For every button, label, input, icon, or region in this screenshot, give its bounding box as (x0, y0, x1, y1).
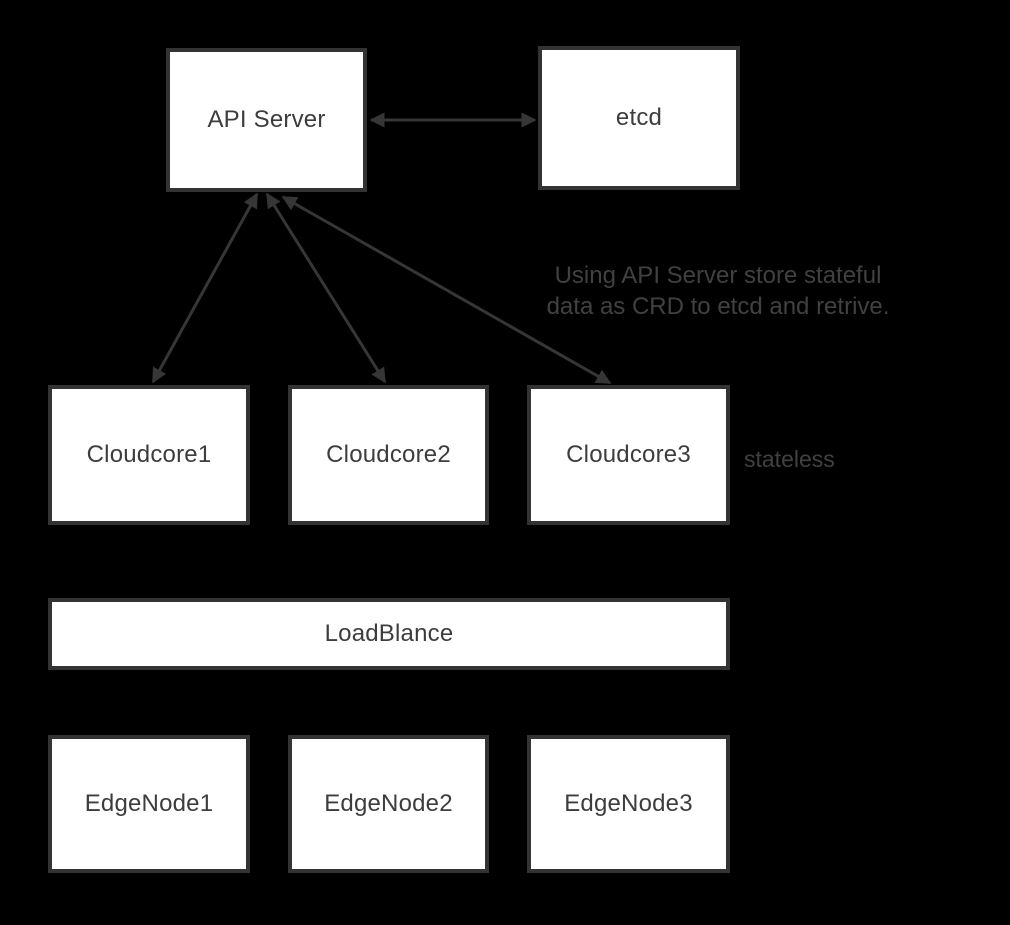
node-cloudcore3: Cloudcore3 (527, 385, 730, 525)
node-label-cloudcore2: Cloudcore2 (326, 441, 451, 468)
node-edgenode1: EdgeNode1 (48, 735, 250, 873)
node-label-api-server: API Server (207, 106, 326, 133)
node-label-edgenode3: EdgeNode3 (564, 790, 693, 817)
node-cloudcore2: Cloudcore2 (288, 385, 489, 525)
edge-api-server-cloudcore1 (151, 192, 259, 384)
annotation-note-line: Using API Server store stateful (554, 262, 882, 289)
node-loadblance: LoadBlance (48, 598, 730, 670)
node-cloudcore1: Cloudcore1 (48, 385, 250, 525)
annotation-note-line: data as CRD to etcd and retrive. (546, 293, 890, 320)
node-label-edgenode1: EdgeNode1 (84, 790, 214, 817)
node-label-etcd: etcd (615, 104, 663, 131)
node-edgenode2: EdgeNode2 (288, 735, 489, 873)
node-label-edgenode2: EdgeNode2 (324, 790, 453, 817)
node-api-server: API Server (166, 48, 367, 192)
node-label-cloudcore3: Cloudcore3 (566, 441, 691, 468)
annotation-note: Using API Server store stateful data as … (518, 260, 918, 322)
node-label-loadblance: LoadBlance (324, 620, 454, 647)
edge-api-server-cloudcore2 (265, 192, 387, 384)
node-edgenode3: EdgeNode3 (527, 735, 730, 873)
node-label-cloudcore1: Cloudcore1 (86, 441, 212, 468)
annotation-stateless: stateless (744, 446, 835, 472)
node-etcd: etcd (538, 46, 740, 190)
